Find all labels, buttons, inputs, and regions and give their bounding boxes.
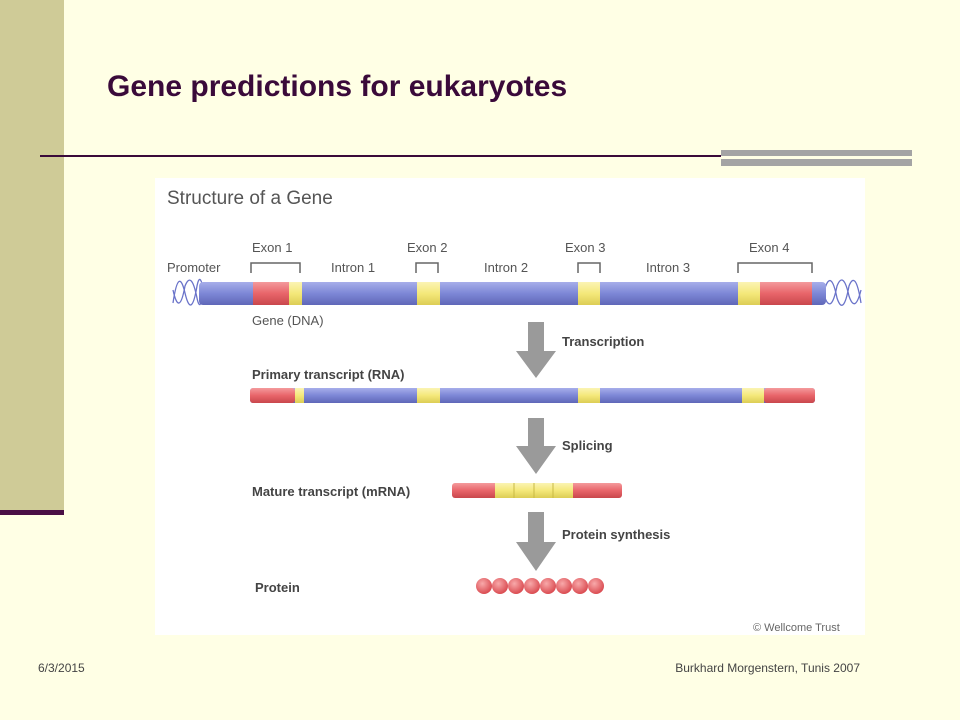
gene-dna-bar xyxy=(199,282,826,305)
dna-exon1-yellow xyxy=(289,282,302,305)
left-accent-line xyxy=(0,510,64,515)
step-splicing: Splicing xyxy=(562,438,613,453)
label-promoter: Promoter xyxy=(167,260,221,275)
arrow-transcription xyxy=(516,322,556,378)
arrow-protein-synthesis xyxy=(516,512,556,571)
dna-exon2 xyxy=(417,282,440,305)
label-protein: Protein xyxy=(255,580,300,595)
dna-exon4-yellow xyxy=(738,282,760,305)
footer-date: 6/3/2015 xyxy=(38,661,85,675)
title-rule-accent xyxy=(721,150,912,166)
label-intron2: Intron 2 xyxy=(484,260,528,275)
step-transcription: Transcription xyxy=(562,334,644,349)
label-exon1: Exon 1 xyxy=(252,240,292,255)
protein-bead xyxy=(476,578,492,594)
label-intron3: Intron 3 xyxy=(646,260,690,275)
dna-helix-right xyxy=(824,279,862,306)
gene-structure-figure: Structure of a Gene Promoter Exon 1 Intr… xyxy=(155,178,865,635)
primary-transcript-bar xyxy=(250,388,815,403)
arrow-splicing xyxy=(516,418,556,474)
bracket-exon2 xyxy=(415,262,439,273)
bracket-exon4 xyxy=(737,262,813,273)
mature-transcript-bar xyxy=(452,483,622,498)
label-exon3: Exon 3 xyxy=(565,240,605,255)
bracket-exon3 xyxy=(577,262,601,273)
left-accent-band xyxy=(0,0,64,510)
protein-bead xyxy=(492,578,508,594)
title-rule xyxy=(40,155,912,157)
protein-bead xyxy=(556,578,572,594)
protein-bead xyxy=(572,578,588,594)
figure-credit: © Wellcome Trust xyxy=(753,622,840,634)
protein-bead xyxy=(508,578,524,594)
label-primary-transcript: Primary transcript (RNA) xyxy=(252,367,404,382)
protein-bead xyxy=(524,578,540,594)
footer-author: Burkhard Morgenstern, Tunis 2007 xyxy=(675,661,860,675)
label-exon4: Exon 4 xyxy=(749,240,789,255)
step-protein-synthesis: Protein synthesis xyxy=(562,527,670,542)
bracket-exon1 xyxy=(250,262,301,273)
figure-title: Structure of a Gene xyxy=(167,188,333,209)
label-gene-dna: Gene (DNA) xyxy=(252,313,324,328)
dna-helix-left xyxy=(172,278,204,306)
protein-beads xyxy=(476,578,604,594)
dna-exon3 xyxy=(578,282,600,305)
dna-exon4-red xyxy=(760,282,812,305)
label-mature-transcript: Mature transcript (mRNA) xyxy=(252,484,410,499)
protein-bead xyxy=(588,578,604,594)
label-intron1: Intron 1 xyxy=(331,260,375,275)
protein-bead xyxy=(540,578,556,594)
label-exon2: Exon 2 xyxy=(407,240,447,255)
dna-exon1-red xyxy=(253,282,289,305)
slide-title: Gene predictions for eukaryotes xyxy=(107,70,568,103)
